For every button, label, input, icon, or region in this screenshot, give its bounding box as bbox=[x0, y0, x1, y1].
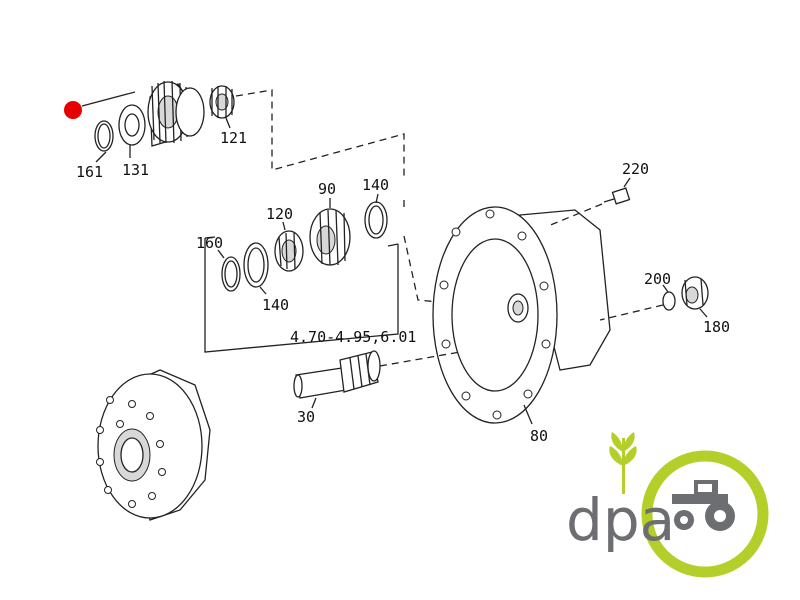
wheat-icon bbox=[609, 432, 637, 494]
logo-text: dpa bbox=[566, 486, 675, 554]
label-30: 30 bbox=[297, 408, 315, 426]
label-161: 161 bbox=[76, 163, 103, 181]
label-140-top: 140 bbox=[362, 176, 389, 194]
red-marker-dot bbox=[64, 101, 82, 119]
label-220: 220 bbox=[622, 160, 649, 178]
label-121: 121 bbox=[220, 129, 247, 147]
label-180: 180 bbox=[703, 318, 730, 336]
label-80: 80 bbox=[530, 427, 548, 445]
label-range: 4.70-4.95,6.01 bbox=[290, 328, 416, 346]
part-labels: 161 131 121 90 140 120 160 140 4.70-4.95… bbox=[76, 129, 730, 445]
ring-200 bbox=[662, 291, 676, 311]
label-160: 160 bbox=[196, 234, 223, 252]
label-140-bottom: 140 bbox=[262, 296, 289, 314]
planetary-carrier-drum bbox=[96, 369, 211, 521]
label-120: 120 bbox=[266, 205, 293, 223]
hub-housing-80 bbox=[432, 206, 611, 424]
shaft-30 bbox=[293, 350, 381, 399]
label-200: 200 bbox=[644, 270, 671, 288]
dpa-logo: dpa bbox=[566, 432, 769, 578]
tractor-icon bbox=[672, 480, 735, 531]
top-gear-assembly bbox=[94, 80, 235, 152]
label-131: 131 bbox=[122, 161, 149, 179]
label-90: 90 bbox=[318, 180, 336, 198]
nut-180 bbox=[681, 276, 709, 310]
middle-gear-assembly bbox=[221, 201, 388, 292]
logo-ring bbox=[641, 450, 769, 578]
bolt-220 bbox=[603, 187, 631, 205]
